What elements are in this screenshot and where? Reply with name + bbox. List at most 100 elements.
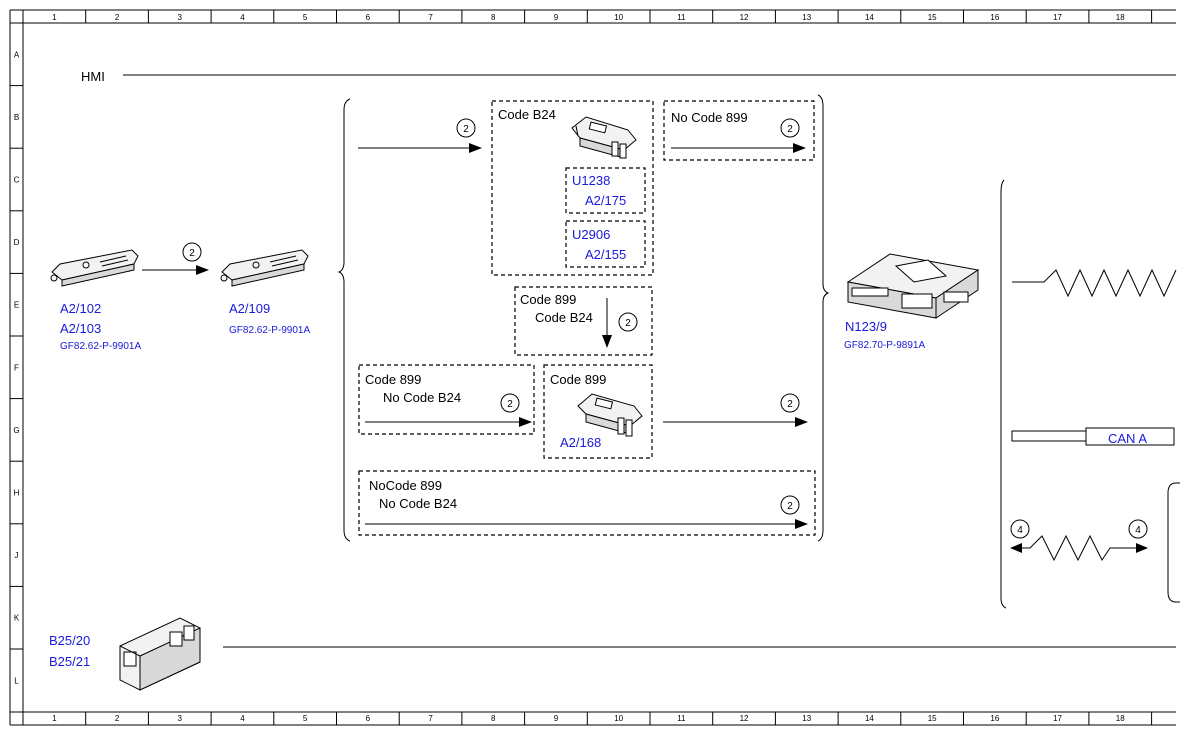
marker-2-label: 2 <box>463 124 469 135</box>
code-899-a2-168-box: Code 899 A2/168 <box>543 364 653 459</box>
code-899-label: Code 899 <box>520 292 576 307</box>
column-label: 7 <box>428 714 433 723</box>
no-code-b24-label: No Code B24 <box>383 390 461 405</box>
column-label: 3 <box>178 13 183 22</box>
n123-9-reference-link[interactable]: GF82.70-P-9891A <box>844 340 925 351</box>
column-label: 10 <box>614 13 623 22</box>
a2-109-component[interactable]: A2/109 GF82.62-P-9901A <box>220 249 310 336</box>
a2-109-label: A2/109 <box>229 301 270 316</box>
u1238-code: U1238 <box>572 173 610 188</box>
connector-icon <box>571 116 637 159</box>
sheet-frame <box>9 9 1176 726</box>
column-label: 9 <box>554 714 559 723</box>
column-label: 13 <box>802 714 811 723</box>
row-label: A <box>14 50 20 59</box>
no-code-899-box: No Code 899 2 <box>663 100 815 161</box>
column-label: 11 <box>677 714 686 723</box>
a2-168-component[interactable] <box>577 393 643 437</box>
a2-102-component[interactable]: A2/102 A2/103 GF82.62-P-9901A <box>50 249 141 352</box>
n123-9-component[interactable]: N123/9 GF82.70-P-9891A <box>844 253 980 351</box>
column-label: 5 <box>303 714 308 723</box>
row-label: E <box>14 301 19 310</box>
marker-4-label: 4 <box>1017 525 1023 536</box>
column-label: 9 <box>554 13 559 22</box>
column-label: 11 <box>677 13 686 22</box>
code-b24-label: Code B24 <box>498 107 556 122</box>
row-label: D <box>14 238 20 247</box>
a2-175-label: A2/175 <box>585 193 626 208</box>
hmi-bus: HMI <box>81 69 1176 84</box>
marker-4 <box>1128 519 1148 539</box>
marker-2-label: 2 <box>189 248 195 259</box>
column-label: 16 <box>990 13 999 22</box>
column-label: 2 <box>115 13 120 22</box>
right-edge-box <box>1167 482 1180 603</box>
marker-2 <box>780 118 800 138</box>
marker-2-label: 2 <box>787 124 793 135</box>
right-section-brace <box>1000 179 1007 609</box>
row-label: B <box>14 113 19 122</box>
row-label: L <box>14 676 19 685</box>
a2-103-label: A2/103 <box>60 321 101 336</box>
column-label: 1 <box>52 13 57 22</box>
column-label: 14 <box>865 13 874 22</box>
column-label: 6 <box>366 13 371 22</box>
arrow-a2-168-to-n123-9: 2 <box>663 393 808 427</box>
column-label: 7 <box>428 13 433 22</box>
marker-2 <box>780 393 800 413</box>
no-code-899-label: NoCode 899 <box>369 478 442 493</box>
a2-109-reference-link[interactable]: GF82.62-P-9901A <box>229 325 310 336</box>
marker-2 <box>780 495 800 515</box>
a2-168-label: A2/168 <box>560 435 601 450</box>
no-code-b24-label: No Code B24 <box>379 496 457 511</box>
a2-155-label: A2/155 <box>585 247 626 262</box>
no-code-899-no-b24-box: NoCode 899 No Code B24 2 <box>358 470 816 536</box>
row-label: C <box>14 176 20 185</box>
u1238-box: U1238 A2/175 <box>565 167 646 214</box>
column-label: 3 <box>178 714 183 723</box>
marker-2 <box>456 118 476 138</box>
b25-component[interactable]: B25/20 B25/21 <box>49 617 201 691</box>
can-a-box <box>1085 427 1175 446</box>
column-label: 10 <box>614 714 623 723</box>
column-label: 16 <box>990 714 999 723</box>
row-label: J <box>15 551 19 560</box>
row-label: H <box>14 489 20 498</box>
hmi-label: HMI <box>81 69 105 84</box>
marker-2-label: 2 <box>787 501 793 512</box>
column-label: 18 <box>1116 714 1125 723</box>
column-label: 6 <box>366 714 371 723</box>
can-a-bus: CAN A <box>1011 427 1175 446</box>
column-label: 8 <box>491 13 496 22</box>
bidirectional-zigzag: 4 4 <box>1010 519 1148 562</box>
a2-102-reference-link[interactable]: GF82.62-P-9901A <box>60 341 141 352</box>
can-a-label: CAN A <box>1108 431 1147 446</box>
b25-20-label: B25/20 <box>49 633 90 648</box>
column-label: 5 <box>303 13 308 22</box>
marker-2-label: 2 <box>787 399 793 410</box>
column-label: 12 <box>740 714 749 723</box>
column-label: 18 <box>1116 13 1125 22</box>
a2-102-label: A2/102 <box>60 301 101 316</box>
row-label: G <box>13 426 19 435</box>
arrow-a2-102-to-a2-109: 2 <box>142 242 209 275</box>
code-899-no-b24-box: Code 899 No Code B24 2 <box>358 364 535 435</box>
b25-21-label: B25/21 <box>49 654 90 669</box>
row-label: F <box>14 363 19 372</box>
column-label: 13 <box>802 13 811 22</box>
column-label: 15 <box>928 714 937 723</box>
left-brace <box>337 98 351 542</box>
column-label: 17 <box>1053 714 1062 723</box>
marker-4 <box>1010 519 1030 539</box>
column-label: 15 <box>928 13 937 22</box>
marker-2 <box>182 242 202 262</box>
column-label: 14 <box>865 714 874 723</box>
zigzag-connection <box>1012 268 1177 298</box>
column-label: 8 <box>491 714 496 723</box>
code-899-label: Code 899 <box>550 372 606 387</box>
column-label: 12 <box>740 13 749 22</box>
u2906-code: U2906 <box>572 227 610 242</box>
